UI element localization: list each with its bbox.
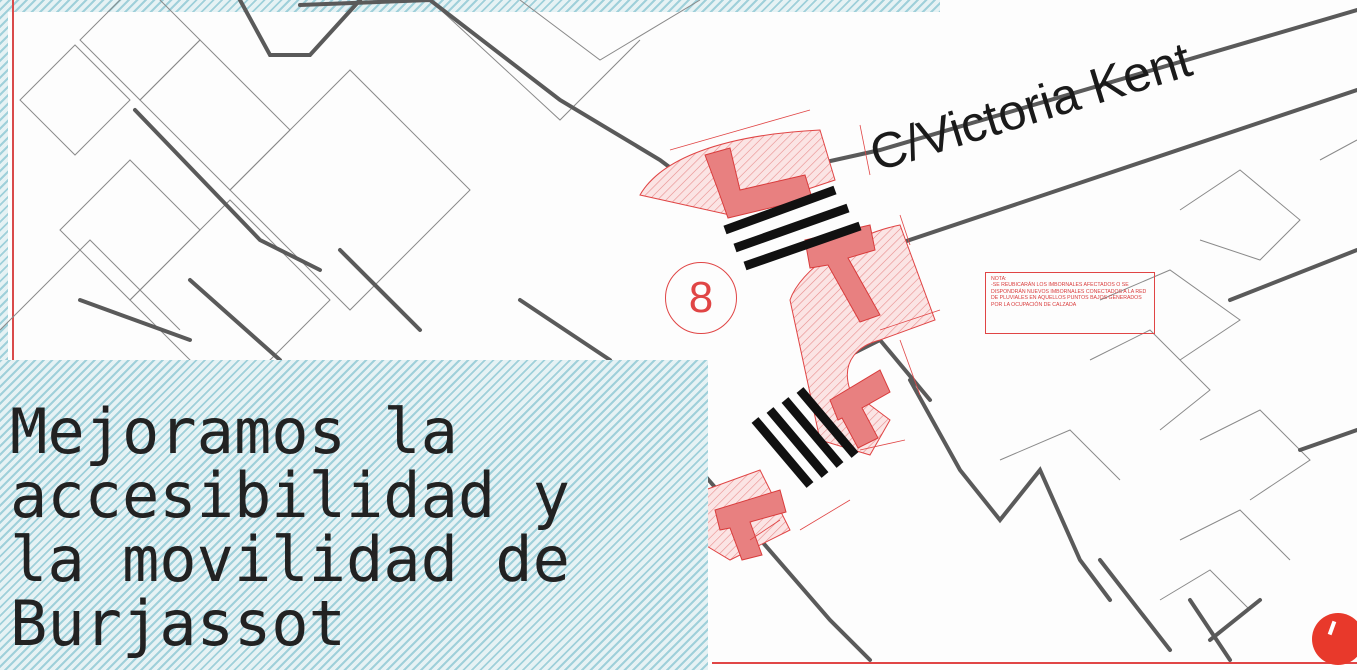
zebra-crossings	[723, 185, 862, 488]
left-hatch-band	[0, 0, 8, 360]
title-panel: Mejoramos la accesibilidad y la movilida…	[0, 360, 708, 670]
page-dot-tick	[1327, 620, 1337, 636]
plan-note-box: NOTA: -SE REUBICARÁN LOS IMBORNALES AFEC…	[985, 272, 1155, 334]
bottom-red-rule	[712, 662, 1357, 664]
left-red-rule	[12, 0, 14, 360]
access-ramps	[704, 147, 891, 561]
note-body: -SE REUBICARÁN LOS IMBORNALES AFECTADOS …	[991, 282, 1147, 308]
dimension-lines	[669, 109, 941, 541]
note-heading: NOTA:	[991, 276, 1007, 282]
page-title: Mejoramos la accesibilidad y la movilida…	[10, 395, 570, 660]
top-hatch-band	[0, 0, 940, 12]
location-marker-number: 8	[665, 262, 737, 334]
building-outlines	[0, 0, 1357, 611]
page-corner-dot-icon	[1312, 613, 1357, 665]
